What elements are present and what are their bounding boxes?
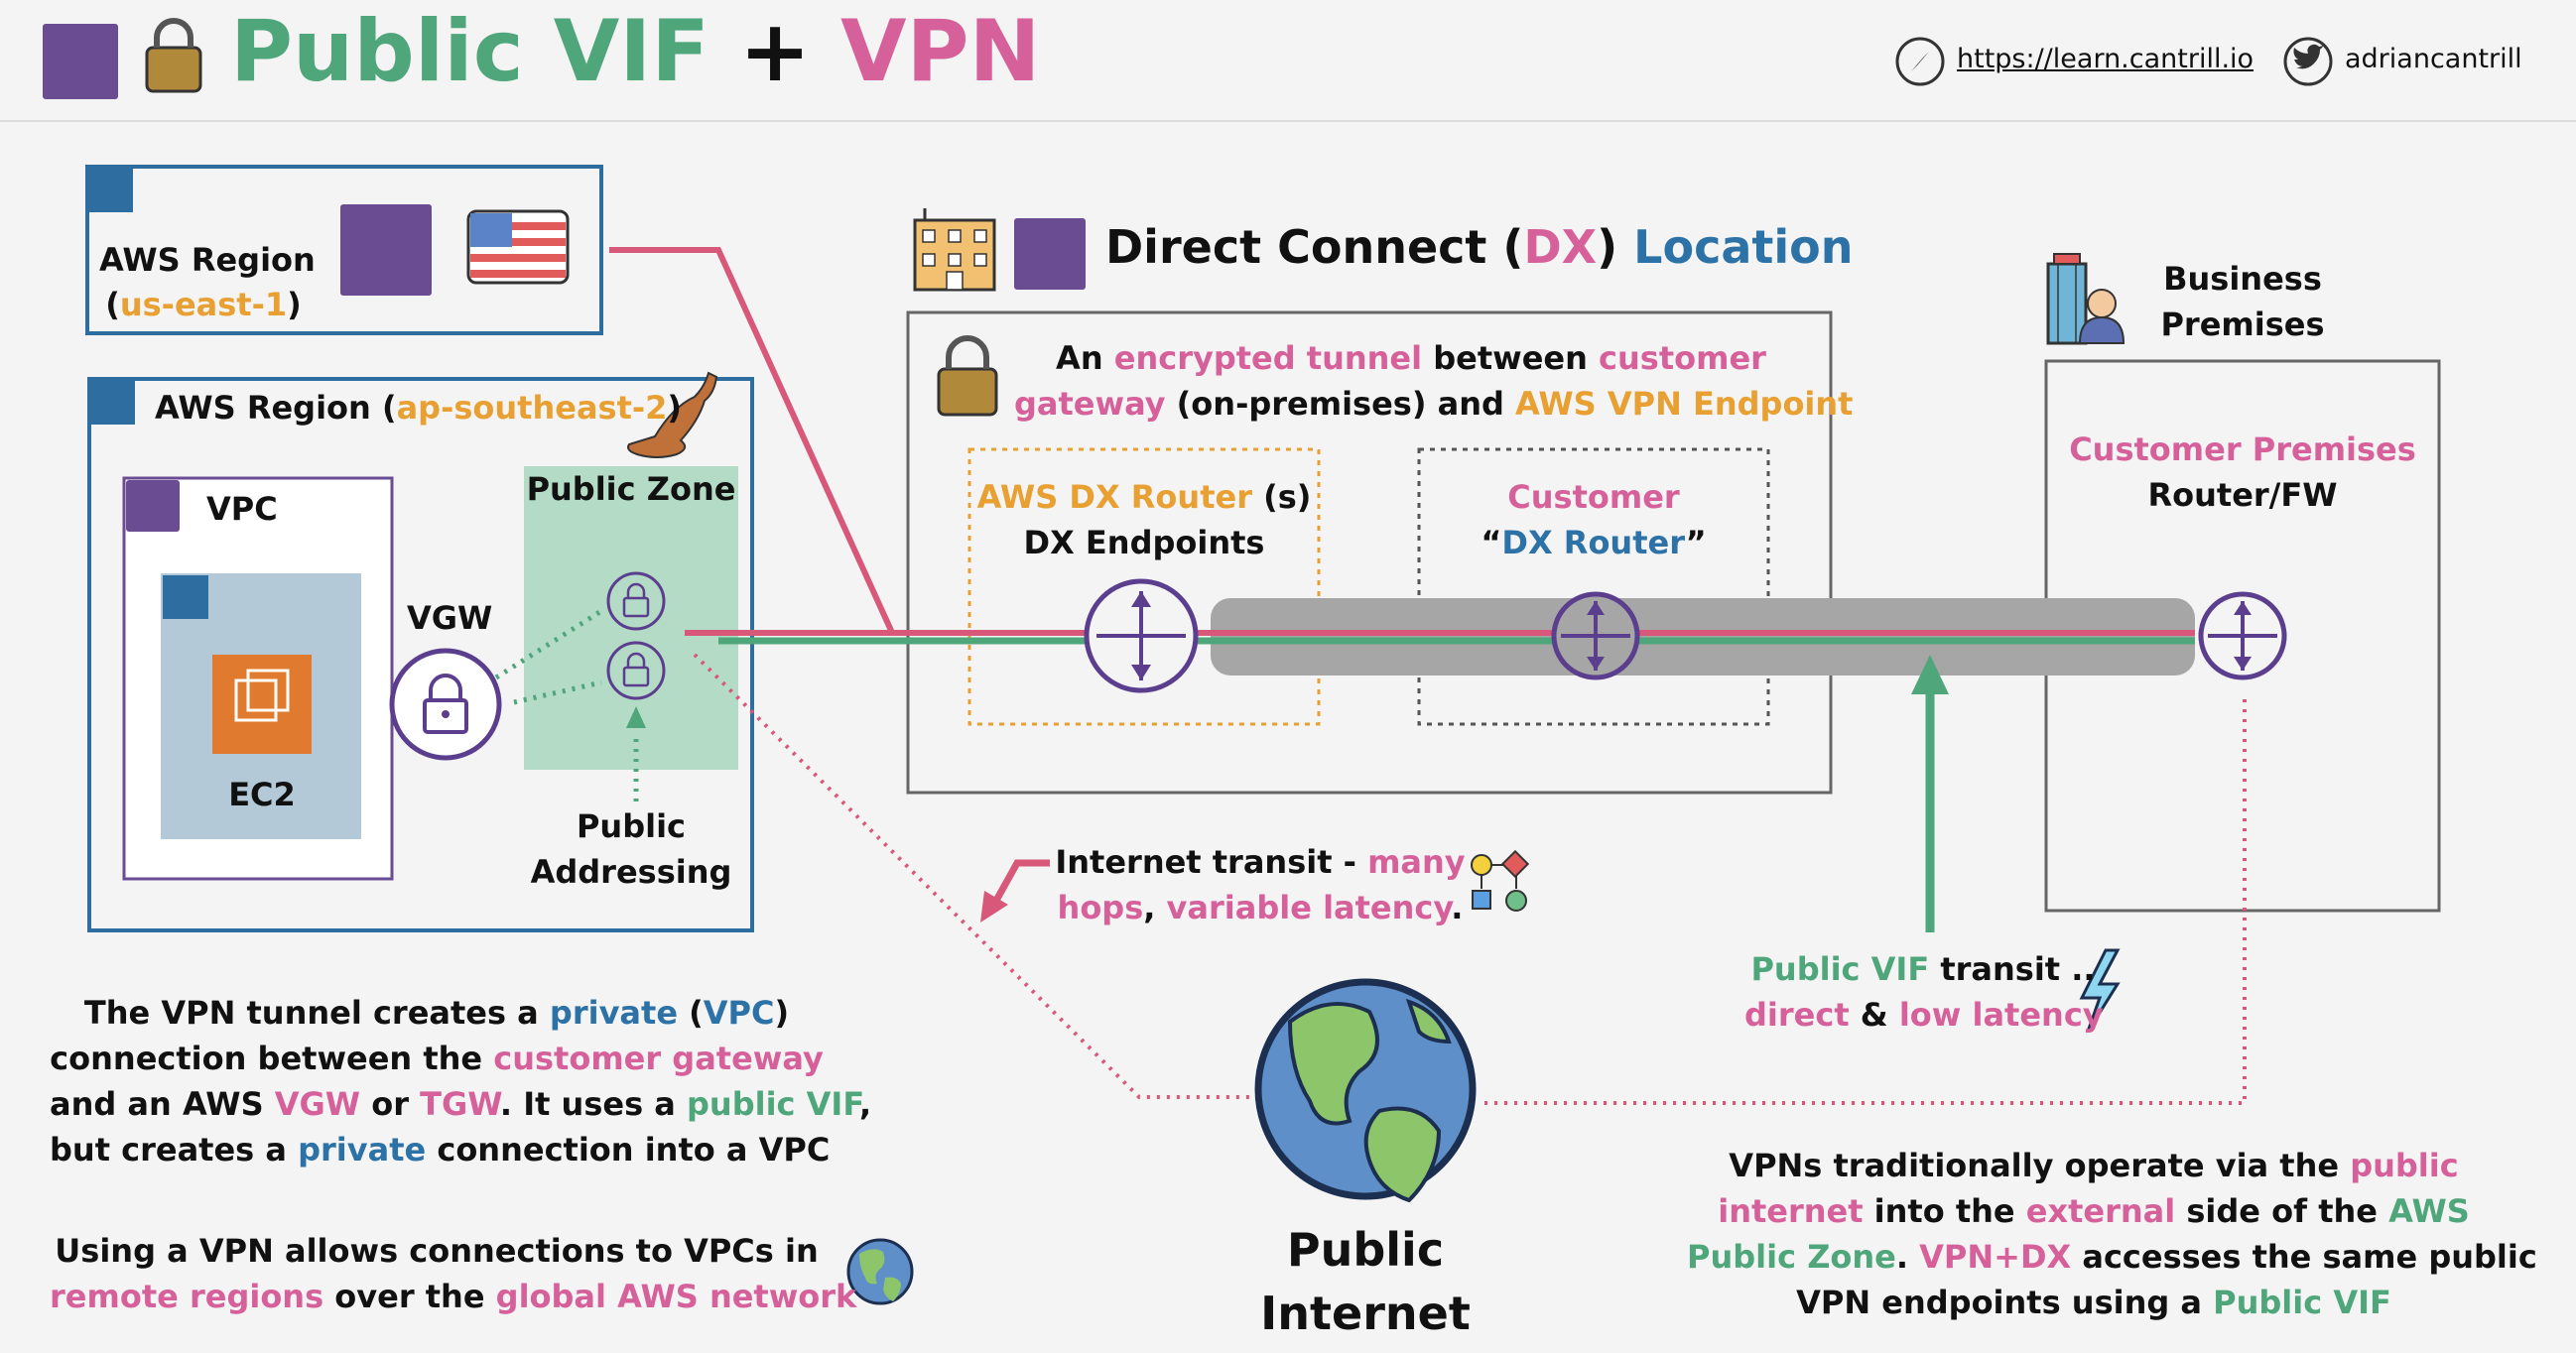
region-ap-southeast-box [87, 377, 754, 932]
encrypted-tunnel-text: An encrypted tunnel between customer gat… [1014, 339, 1854, 423]
ec2-chip-icon [212, 655, 312, 754]
dx-location-title: Direct Connect (DX) Location [1105, 220, 1854, 274]
customer-dx-router-icon [1551, 591, 1640, 680]
customer-dx-router-box [1417, 447, 1770, 726]
course-link[interactable]: https://learn.cantrill.io [1957, 44, 2254, 74]
vpc-icon [126, 480, 180, 532]
compass-icon [1895, 37, 1945, 86]
aws-dx-router-icon [1084, 578, 1199, 693]
dx-location-box [906, 310, 1833, 795]
public-addressing-label: Public Addressing [530, 807, 732, 891]
small-globe-icon [846, 1238, 914, 1305]
public-vif-transit-text: Public VIF transit .. direct & low laten… [1744, 950, 2104, 1034]
dx-padlock-icon [937, 335, 998, 417]
lightning-icon [2079, 948, 2121, 1033]
customer-premises-router-label: Customer Premises Router/FW [2069, 430, 2416, 514]
us-flag-icon [466, 209, 570, 285]
subnet-lock-icon [163, 575, 208, 619]
aws-dx-router-label: AWS DX Router (s) DX Endpoints [976, 478, 1312, 561]
remote-regions-note: Using a VPN allows connections to VPCs i… [50, 1232, 857, 1315]
region1-flag-icon [87, 167, 133, 212]
region2-label: AWS Region (ap-southeast-2) [155, 389, 683, 427]
aws-dx-router-box [967, 447, 1321, 726]
twitter-icon [2283, 37, 2333, 86]
dx-building-icon [913, 208, 996, 292]
internet-transit-text: Internet transit - many hops, variable l… [1055, 843, 1466, 926]
region-us-east-box [85, 165, 603, 335]
public-internet-label: Public Internet [1260, 1223, 1471, 1340]
public-zone-label: Public Zone [526, 470, 736, 508]
business-premises-label: Business Premises [2160, 260, 2325, 343]
region2-flag-icon [89, 379, 135, 425]
page-title: Public VIF + VPN [230, 2, 1041, 101]
globe-icon [1254, 978, 1477, 1203]
vpn-note: The VPN tunnel creates a private (VPC) c… [50, 994, 872, 1168]
hops-icon [1471, 849, 1530, 912]
header-padlock-icon [145, 18, 202, 93]
region1-link [609, 247, 896, 637]
header-aws-icon [43, 24, 118, 99]
region1-label: AWS Region (us-east-1) [99, 241, 316, 323]
customer-premises-router-icon [2198, 591, 2287, 680]
dx-aws-icon [1014, 218, 1086, 290]
kangaroo-icon [627, 371, 718, 458]
vgw-circle [389, 648, 502, 761]
cross-connect-band [1211, 598, 2195, 676]
region1-cloud-shield-icon [340, 204, 432, 296]
business-premises-icon [2046, 253, 2125, 345]
vgw-label: VGW [407, 599, 493, 637]
twitter-handle[interactable]: adriancantrill [2345, 44, 2522, 74]
customer-dx-router-label: Customer “DX Router” [1481, 478, 1707, 561]
ec2-label: EC2 [228, 776, 296, 813]
vpc-label: VPC [206, 490, 278, 528]
vpn-dx-note: VPNs traditionally operate via the publi… [1687, 1147, 2537, 1321]
